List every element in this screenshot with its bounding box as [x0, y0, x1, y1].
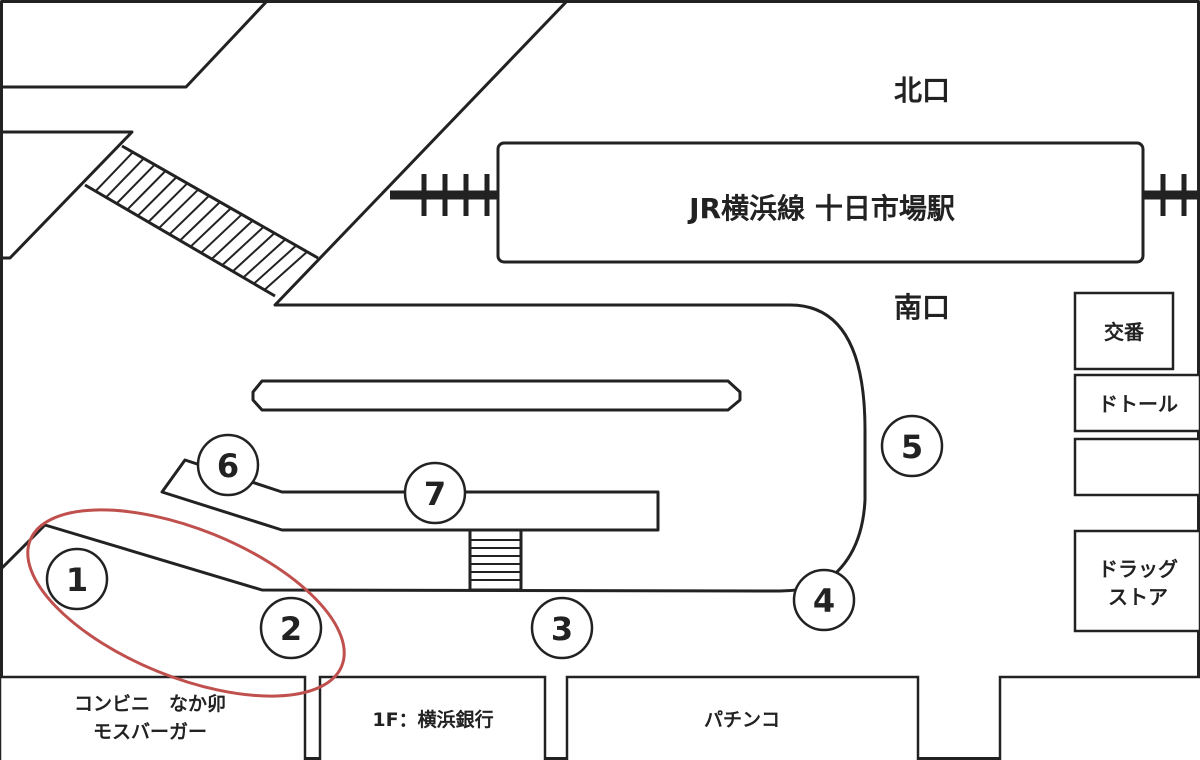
- bus-stop-1[interactable]: 1: [45, 547, 109, 611]
- conbini-label: コンビニ なか卯: [74, 693, 226, 715]
- crosswalk-stripe: [242, 238, 287, 279]
- bus-stop-4[interactable]: 4: [792, 568, 856, 632]
- crosswalk-stripe: [263, 251, 308, 291]
- highlight-ellipse: [26, 508, 346, 698]
- bus-stop-7[interactable]: 7: [403, 461, 467, 525]
- road-edge: [0, 130, 134, 260]
- crosswalk-stripe: [126, 170, 167, 211]
- bus-stop-circle: [45, 547, 109, 611]
- bus-stop-circle: [530, 596, 594, 660]
- crosswalk-stripe: [158, 188, 199, 229]
- crosswalk-stripe: [232, 232, 276, 273]
- bus-stop-circle: [792, 568, 856, 632]
- crosswalk: [84, 144, 319, 298]
- conbini-box: [0, 675, 307, 760]
- bus-stop-circle: [403, 461, 467, 525]
- crosswalk-stripe: [137, 176, 178, 217]
- pachinko-box: [565, 675, 920, 760]
- bus-stop-circle: [196, 433, 260, 497]
- empty-building-box: [998, 675, 1200, 760]
- conbini-label: モスバーガー: [93, 721, 207, 743]
- bus-stop-2[interactable]: 2: [259, 596, 323, 660]
- south-exit-label: 南口: [894, 291, 950, 324]
- crosswalk-stripe: [168, 195, 210, 236]
- bus-stop-number: 5: [901, 428, 923, 466]
- drugstore-label: ストア: [1108, 585, 1168, 609]
- bus-stop-number: 4: [813, 582, 835, 620]
- bus-stop-circle: [259, 596, 323, 660]
- crosswalk-stripe: [105, 157, 145, 199]
- bus-stop-circle: [880, 414, 944, 478]
- crosswalk-stripe: [115, 163, 156, 205]
- koban-label: 交番: [1104, 320, 1145, 344]
- crosswalk-stripe: [179, 201, 221, 242]
- bus-stop-6[interactable]: 6: [196, 433, 260, 497]
- koban-box: [1073, 291, 1175, 371]
- bus-stop-number: 3: [551, 610, 573, 648]
- pachinko-label: パチンコ: [704, 709, 780, 731]
- doutor-label: ドトール: [1098, 392, 1178, 416]
- doutor-box: [1073, 373, 1200, 433]
- bus-stop-number: 2: [280, 610, 302, 648]
- crosswalk-stripe: [200, 213, 243, 254]
- stairs-steps: [470, 539, 521, 581]
- station-building: [496, 141, 1145, 264]
- bus-island-upper: [251, 379, 742, 412]
- road-edge: [0, 0, 270, 89]
- bank-label: 1F：横浜銀行: [372, 708, 493, 731]
- crosswalk-stripe: [221, 226, 265, 266]
- crosswalk-stripe: [94, 151, 134, 192]
- station-name: JR横浜線 十日市場駅: [687, 192, 955, 225]
- crosswalk-stripe: [210, 219, 254, 260]
- bus-stop-3[interactable]: 3: [530, 596, 594, 660]
- railway-track: [390, 174, 1200, 216]
- crosswalk-stripe: [253, 244, 297, 285]
- crosswalk-stripe: [147, 182, 189, 223]
- bus-stop-number: 6: [217, 447, 239, 485]
- drugstore-label: ドラッグ: [1098, 557, 1178, 581]
- north-exit-label: 北口: [894, 74, 950, 107]
- drugstore-box: [1073, 529, 1200, 633]
- crosswalk-stripe: [189, 207, 232, 248]
- bus-stop-number: 1: [66, 561, 88, 599]
- bus-stop-number: 7: [424, 475, 446, 513]
- bank-box: [318, 675, 547, 760]
- empty-box: [1073, 437, 1200, 497]
- bus-stop-5[interactable]: 5: [880, 414, 944, 478]
